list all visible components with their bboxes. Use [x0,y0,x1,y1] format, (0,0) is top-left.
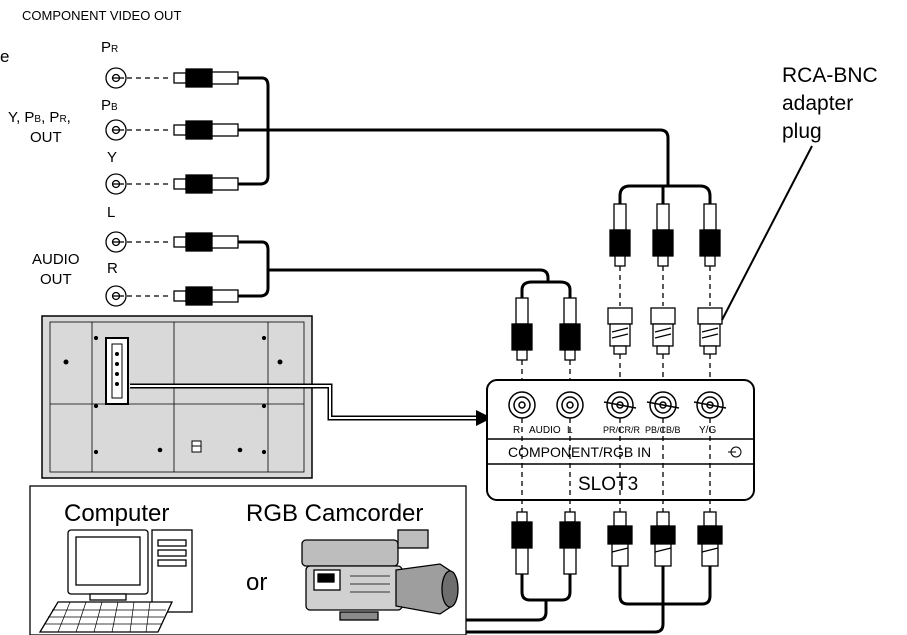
callout-line3: plug [782,120,822,143]
audio-cable [259,240,572,300]
edge-text: e [0,47,9,66]
bnc-bplug-3 [697,511,723,567]
rca-plug-pr [173,68,262,88]
jack-label-l: L [107,204,115,221]
port-audio-l [556,391,584,419]
bottom-cables [466,566,712,634]
port-label-r: R [513,425,520,436]
source-jacks [105,67,172,307]
jack-y [105,173,172,195]
audio-out-label-line2: OUT [40,271,72,288]
top-rca-plugs [609,203,721,306]
rca-vplug-audio-r [511,297,533,398]
jack-pr [105,67,172,89]
callout-leader-line [721,145,813,321]
callout-line2: adapter [782,92,853,115]
computer-label: Computer [64,500,169,527]
y-pb-pr-out-label-line2: OUT [30,129,62,146]
rca-bplug-r [511,511,533,575]
rca-vplug-2 [652,203,674,306]
component-rgb-in-label: COMPONENT/RGB IN [508,444,651,460]
jack-label-pr: PR [101,39,118,56]
source-plugs [173,68,262,306]
bnc-adapter-3 [697,307,723,394]
slot-arrow [130,383,492,426]
bnc-adapters [607,307,723,394]
component-cable [259,76,712,206]
y-pb-pr-out-label: Y, PB, PR, [8,109,71,126]
or-label: or [246,569,267,596]
bnc-adapter-2 [650,307,676,394]
bottom-dashed [521,418,711,512]
audio-out-label: AUDIO [32,251,80,268]
device-box: Computer RGB Camcorder or [29,485,467,635]
display-rear-panel [41,315,313,479]
header-title: COMPONENT VIDEO OUT [22,8,181,23]
slot-name-label: SLOT3 [578,474,638,495]
bottom-bnc-plugs [607,511,723,567]
port-pr [603,391,637,419]
jack-l [105,231,172,253]
bottom-rca-plugs [511,511,581,575]
jack-r [105,285,172,307]
input-arrow-icon [728,446,742,458]
rca-plug-l [173,232,262,252]
callout-line1: RCA-BNC [782,64,878,87]
jack-label-r: R [107,260,118,277]
port-label-yg: Y/G [699,425,716,436]
port-y [693,391,727,419]
jack-label-pb: PB [101,97,118,114]
bnc-bplug-2 [650,511,676,567]
jack-pb [105,119,172,141]
camcorder-icon [301,529,459,621]
camcorder-label: RGB Camcorder [246,500,423,527]
rca-bplug-l [559,511,581,575]
port-label-audio: AUDIO [529,425,561,436]
bnc-adapter-1 [607,307,633,394]
rca-plug-pb [173,120,262,140]
port-label-pr: PR/CR/R [603,425,641,435]
port-audio-r [508,391,536,419]
rca-vplug-1 [609,203,631,306]
jack-label-y: Y [107,149,117,166]
rca-plug-y [173,174,262,194]
bnc-bplug-1 [607,511,633,567]
rca-vplug-3 [699,203,721,306]
computer-icon [38,529,193,633]
rca-plug-r [173,286,262,306]
